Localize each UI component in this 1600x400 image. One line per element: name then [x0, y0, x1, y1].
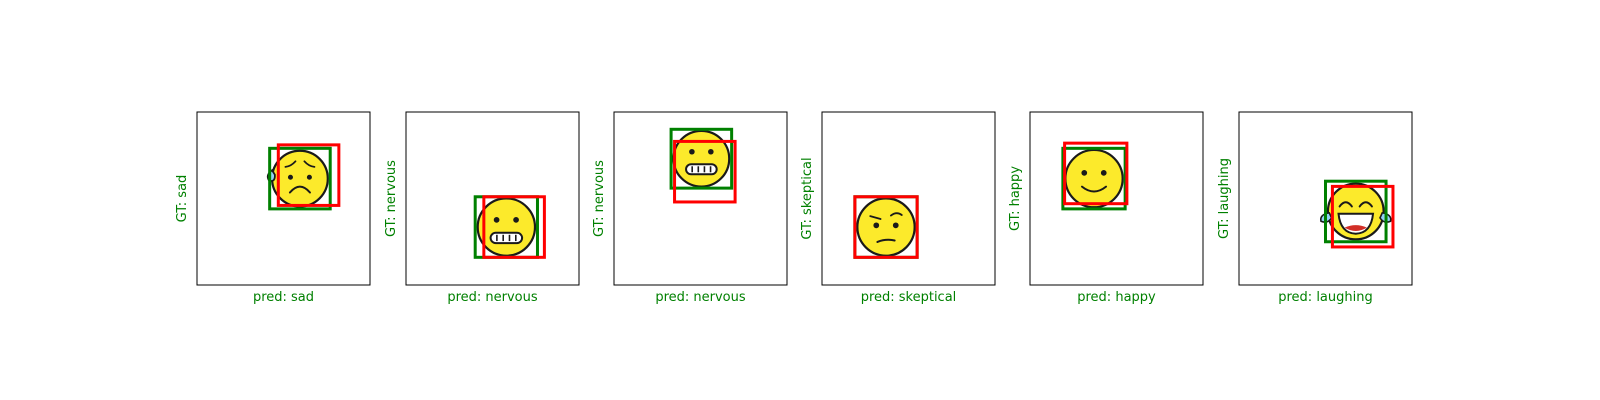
emoji-eye-right — [1100, 170, 1107, 176]
pred-label: pred: happy — [1077, 290, 1156, 305]
emoji-teeth — [489, 231, 524, 245]
pred-box — [673, 139, 737, 204]
pred-label: pred: nervous — [655, 290, 746, 305]
emoji-mouth — [1080, 185, 1108, 193]
emoji-brow-left — [869, 215, 882, 220]
pred-box — [276, 143, 341, 207]
emoji-eye-left — [493, 217, 500, 223]
pred-label: pred: laughing — [1278, 290, 1373, 305]
pred-box — [1330, 184, 1395, 249]
gt-label: GT: nervous — [592, 160, 607, 237]
gt-label: GT: laughing — [1217, 158, 1232, 239]
emoji-eye-right — [892, 222, 899, 229]
emoji-eye-left — [689, 148, 695, 155]
panel-frame — [821, 111, 996, 286]
panel: pred: happy GT: happy — [1008, 111, 1204, 305]
emoji-mouth — [288, 185, 311, 194]
grimacing-face-icon — [672, 129, 731, 188]
panel-frame — [405, 111, 580, 286]
emoji-eye-left — [1338, 201, 1353, 208]
pred-label: pred: nervous — [447, 290, 538, 305]
pred-box — [482, 195, 546, 259]
gt-label: GT: skeptical — [800, 157, 815, 239]
laughing-with-tears-icon — [1319, 182, 1392, 241]
emoji-eye-right — [1358, 201, 1373, 208]
emoji-mouth — [876, 238, 896, 243]
panel: pred: nervous GT: nervous — [384, 111, 580, 305]
skeptical-face-icon — [856, 197, 916, 257]
emoji-teeth — [685, 163, 718, 176]
gt-label: GT: happy — [1008, 166, 1023, 231]
emoji-brow-right — [889, 212, 903, 217]
emoji-eye-right — [513, 217, 519, 223]
emoji-brow-left — [284, 160, 297, 168]
grimacing-face-icon — [476, 197, 537, 257]
emoji-eye-left — [873, 222, 880, 229]
panel: pred: sad GT: sad — [175, 111, 371, 305]
emoji-face — [476, 197, 537, 257]
gt-label: GT: nervous — [384, 160, 399, 237]
emoji-brow-right — [303, 160, 316, 168]
panels-group: pred: sad GT: sad pred: nervous GT: nervous… — [175, 111, 1413, 305]
emoji-face — [1064, 148, 1124, 209]
panel: pred: nervous GT: nervous — [592, 111, 788, 305]
gt-box — [669, 127, 734, 190]
emoji-eye-right — [708, 148, 714, 155]
emoji-eye-left — [287, 174, 293, 180]
emoji-face — [856, 197, 916, 257]
gt-box — [1061, 146, 1127, 211]
pred-label: pred: sad — [253, 290, 314, 305]
emoji-face — [270, 149, 329, 208]
panel: pred: laughing GT: laughing — [1217, 111, 1413, 305]
panel: pred: skeptical GT: skeptical — [800, 111, 996, 305]
pred-box — [853, 195, 919, 259]
emoji-face — [672, 129, 731, 188]
smiling-face-icon — [1064, 148, 1124, 209]
pred-box — [1063, 141, 1129, 206]
emoji-tongue — [1344, 225, 1367, 231]
pred-label: pred: skeptical — [861, 290, 957, 305]
emoji-eye-right — [306, 174, 312, 180]
emoji-eye-left — [1081, 170, 1088, 176]
gt-label: GT: sad — [175, 175, 190, 223]
panel-frame — [1029, 111, 1204, 286]
gt-box — [1324, 179, 1388, 244]
gt-box — [268, 146, 332, 211]
